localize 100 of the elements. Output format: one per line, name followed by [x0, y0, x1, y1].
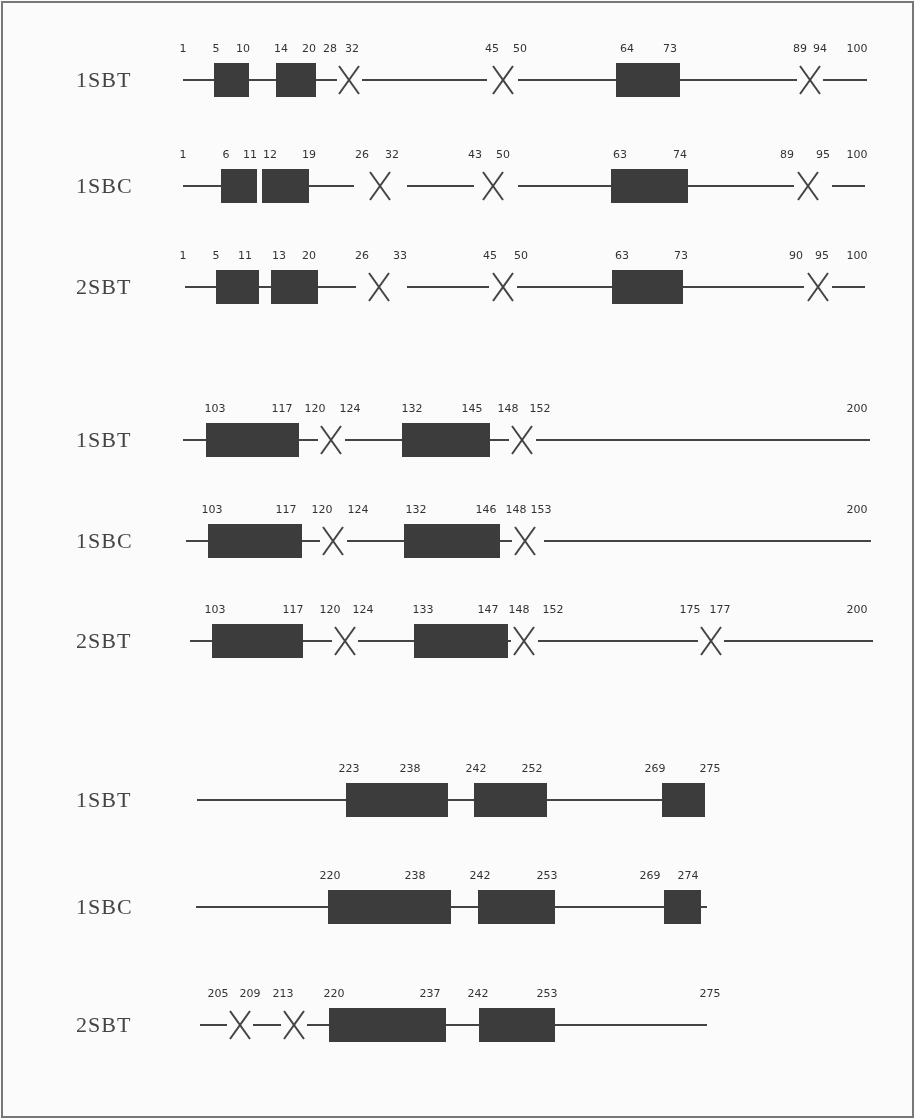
residue-number: 73 — [674, 249, 688, 262]
sequence-name: 2SBT — [76, 275, 132, 299]
residue-number: 32 — [345, 42, 359, 55]
residue-number: 146 — [475, 503, 497, 516]
residue-number: 133 — [412, 603, 434, 616]
residue-number: 14 — [274, 42, 288, 55]
residue-number: 1 — [179, 249, 187, 262]
residue-number: 5 — [212, 249, 220, 262]
residue-number: 50 — [513, 42, 527, 55]
residue-number: 200 — [846, 402, 868, 415]
residue-number: 132 — [405, 503, 427, 516]
residue-number: 89 — [793, 42, 807, 55]
residue-number: 252 — [521, 762, 543, 775]
residue-number: 148 — [497, 402, 519, 415]
residue-number: 275 — [699, 987, 721, 1000]
residue-number: 132 — [401, 402, 423, 415]
residue-number: 223 — [338, 762, 360, 775]
residue-number: 89 — [780, 148, 794, 161]
residue-number: 124 — [352, 603, 374, 616]
residue-number: 73 — [663, 42, 677, 55]
sequence-name: 1SBT — [76, 68, 132, 92]
residue-number: 28 — [323, 42, 337, 55]
residue-number: 50 — [496, 148, 510, 161]
residue-number: 103 — [204, 603, 226, 616]
residue-number: 253 — [536, 869, 558, 882]
residue-number: 120 — [319, 603, 341, 616]
residue-number: 63 — [613, 148, 627, 161]
residue-number: 120 — [304, 402, 326, 415]
residue-number: 100 — [846, 249, 868, 262]
residue-number: 213 — [272, 987, 294, 1000]
sequence-name: 1SBC — [76, 174, 133, 198]
residue-number: 50 — [514, 249, 528, 262]
residue-number: 242 — [469, 869, 491, 882]
residue-number: 242 — [467, 987, 489, 1000]
residue-number: 103 — [204, 402, 226, 415]
residue-number: 26 — [355, 249, 369, 262]
residue-number: 200 — [846, 503, 868, 516]
residue-number: 269 — [644, 762, 666, 775]
residue-number: 205 — [207, 987, 229, 1000]
sequence-name: 1SBC — [76, 895, 133, 919]
residue-number: 253 — [536, 987, 558, 1000]
residue-number: 242 — [465, 762, 487, 775]
residue-number: 153 — [530, 503, 552, 516]
residue-number: 117 — [271, 402, 293, 415]
residue-number: 45 — [485, 42, 499, 55]
residue-number: 5 — [212, 42, 220, 55]
residue-number: 274 — [677, 869, 699, 882]
residue-number: 6 — [222, 148, 230, 161]
residue-number: 94 — [813, 42, 827, 55]
residue-number: 100 — [846, 42, 868, 55]
residue-number: 238 — [399, 762, 421, 775]
residue-number: 200 — [846, 603, 868, 616]
residue-number: 11 — [243, 148, 257, 161]
residue-number: 11 — [238, 249, 252, 262]
residue-number: 148 — [505, 503, 527, 516]
residue-number: 220 — [319, 869, 341, 882]
residue-number: 63 — [615, 249, 629, 262]
sequence-name: 1SBT — [76, 428, 132, 452]
residue-number: 103 — [201, 503, 223, 516]
sequence-name: 1SBT — [76, 788, 132, 812]
residue-number: 33 — [393, 249, 407, 262]
residue-number: 124 — [339, 402, 361, 415]
residue-number: 64 — [620, 42, 634, 55]
residue-number: 20 — [302, 42, 316, 55]
residue-number: 275 — [699, 762, 721, 775]
sequence-name: 2SBT — [76, 629, 132, 653]
residue-number: 12 — [263, 148, 277, 161]
sequence-name: 2SBT — [76, 1013, 132, 1037]
residue-number: 20 — [302, 249, 316, 262]
residue-number: 152 — [529, 402, 551, 415]
residue-number: 95 — [815, 249, 829, 262]
residue-number: 45 — [483, 249, 497, 262]
residue-number: 145 — [461, 402, 483, 415]
residue-number: 1 — [179, 148, 187, 161]
residue-number: 209 — [239, 987, 261, 1000]
residue-number: 124 — [347, 503, 369, 516]
residue-number: 148 — [508, 603, 530, 616]
residue-number: 152 — [542, 603, 564, 616]
residue-number: 26 — [355, 148, 369, 161]
residue-number: 1 — [179, 42, 187, 55]
residue-number: 95 — [816, 148, 830, 161]
residue-number: 117 — [275, 503, 297, 516]
sequence-name: 1SBC — [76, 529, 133, 553]
residue-number: 175 — [679, 603, 701, 616]
residue-number: 238 — [404, 869, 426, 882]
residue-number: 120 — [311, 503, 333, 516]
residue-number: 237 — [419, 987, 441, 1000]
residue-number: 10 — [236, 42, 250, 55]
residue-number: 19 — [302, 148, 316, 161]
residue-number: 269 — [639, 869, 661, 882]
residue-number: 13 — [272, 249, 286, 262]
residue-number: 90 — [789, 249, 803, 262]
residue-number: 43 — [468, 148, 482, 161]
residue-number: 32 — [385, 148, 399, 161]
residue-number: 117 — [282, 603, 304, 616]
residue-number: 74 — [673, 148, 687, 161]
residue-number: 100 — [846, 148, 868, 161]
residue-number: 220 — [323, 987, 345, 1000]
residue-number: 177 — [709, 603, 731, 616]
residue-number: 147 — [477, 603, 499, 616]
